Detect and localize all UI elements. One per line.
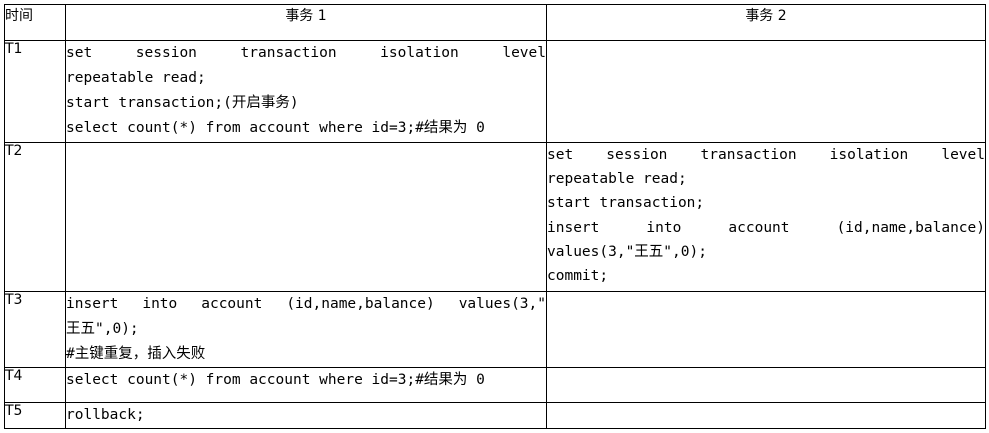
code-line: select count(*) from account where id=3;… — [66, 372, 485, 388]
code-line: insert into account (id,name,balance) — [547, 219, 985, 236]
table-row: T2 set session transaction isolation lev… — [4, 142, 986, 292]
transaction-2-cell — [546, 402, 986, 429]
transaction-2-cell — [546, 40, 986, 143]
table-row: T3 insert into account (id,name,balance)… — [4, 291, 986, 368]
code-line: set session transaction isolation level — [66, 45, 546, 61]
transaction-2-cell: set session transaction isolation level … — [546, 142, 986, 292]
transaction-1-cell: select count(*) from account where id=3;… — [65, 367, 547, 403]
code-line: start transaction;(开启事务) — [66, 95, 299, 111]
code-line: commit; — [547, 268, 609, 285]
time-cell: T2 — [4, 142, 66, 292]
header-transaction-2: 事务 2 — [546, 4, 986, 41]
transaction-table: 时间 事务 1 事务 2 T1 set session transaction … — [4, 4, 986, 429]
code-line: #主键重复，插入失败 — [66, 346, 206, 362]
code-line: set session transaction isolation level — [547, 147, 985, 163]
code-line: start transaction; — [547, 195, 705, 212]
table-row: T1 set session transaction isolation lev… — [4, 40, 986, 143]
transaction-2-cell — [546, 291, 986, 368]
transaction-1-cell: insert into account (id,name,balance) va… — [65, 291, 547, 368]
transaction-1-cell: rollback; — [65, 402, 547, 429]
time-cell: T4 — [4, 367, 66, 403]
code-line: insert into account (id,name,balance) va… — [66, 296, 546, 312]
table-row: T4 select count(*) from account where id… — [4, 367, 986, 403]
code-line: 王五",0); — [66, 321, 139, 337]
header-row: 时间 事务 1 事务 2 — [4, 4, 986, 41]
header-transaction-1: 事务 1 — [65, 4, 547, 41]
code-line: rollback; — [66, 407, 145, 423]
code-line: repeatable read; — [66, 70, 206, 86]
time-cell: T5 — [4, 402, 66, 429]
transaction-2-cell — [546, 367, 986, 403]
time-cell: T1 — [4, 40, 66, 143]
time-cell: T3 — [4, 291, 66, 368]
table-row: T5 rollback; — [4, 402, 986, 429]
transaction-1-cell: set session transaction isolation level … — [65, 40, 547, 143]
header-time: 时间 — [4, 4, 66, 41]
code-line: values(3,"王五",0); — [547, 243, 707, 260]
transaction-1-cell — [65, 142, 547, 292]
code-line: select count(*) from account where id=3;… — [66, 120, 485, 136]
code-line: repeatable read; — [547, 171, 687, 188]
